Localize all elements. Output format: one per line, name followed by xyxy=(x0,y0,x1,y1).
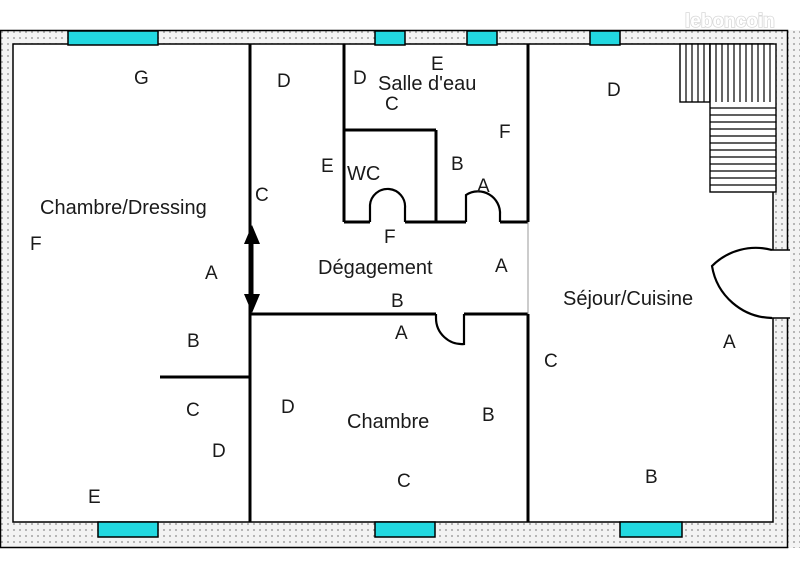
wall-letter: D xyxy=(281,397,295,418)
double-arrow xyxy=(244,225,260,313)
window xyxy=(619,521,683,538)
wall-letter: E xyxy=(88,487,101,508)
wall-letter: E xyxy=(431,54,444,75)
wall-letter: F xyxy=(30,234,42,255)
wall-letter: C xyxy=(544,351,558,372)
wall-letter: C xyxy=(397,471,411,492)
room-label-degagement: Dégagement xyxy=(318,257,433,279)
wall-letter: B xyxy=(645,467,658,488)
window xyxy=(97,521,159,538)
room-label-wc: WC xyxy=(347,163,380,185)
wall-letter: C xyxy=(255,185,269,206)
staircase xyxy=(679,43,777,193)
interior-walls xyxy=(160,44,530,522)
wall-letters: G F A B C D E D C D E C F B A E F A B A … xyxy=(30,54,736,508)
wall-letter: B xyxy=(482,405,495,426)
window xyxy=(67,30,159,46)
wall-letter: A xyxy=(495,256,508,277)
wall-letter: B xyxy=(187,331,200,352)
doors xyxy=(368,187,773,346)
wall-letter: A xyxy=(395,323,408,344)
leboncoin-watermark: leboncoin xyxy=(685,11,775,32)
room-label-sejour-cuisine: Séjour/Cuisine xyxy=(563,288,693,310)
wall-letter: F xyxy=(499,122,511,143)
salle-deau-door xyxy=(464,190,502,222)
wall-letter: A xyxy=(205,263,218,284)
window xyxy=(466,30,498,46)
wall-letter: G xyxy=(134,68,149,89)
chambre-door xyxy=(434,314,466,346)
wc-door xyxy=(368,187,407,222)
wall-letter: D xyxy=(212,441,226,462)
room-label-chambre: Chambre xyxy=(347,411,429,433)
entrance-door xyxy=(710,246,773,320)
wall-letter: E xyxy=(321,156,334,177)
window xyxy=(374,30,406,46)
wall-letter: F xyxy=(384,227,396,248)
window xyxy=(374,521,436,538)
wall-letter: C xyxy=(385,94,399,115)
wall-letter: A xyxy=(723,332,736,353)
wall-letter: C xyxy=(186,400,200,421)
wall-letter: B xyxy=(451,154,464,175)
room-labels: Chambre/Dressing Salle d'eau WC Dégageme… xyxy=(40,73,693,433)
room-label-salle-deau: Salle d'eau xyxy=(378,73,476,95)
windows xyxy=(67,30,683,538)
wall-letter: B xyxy=(391,291,404,312)
wall-letter: D xyxy=(607,80,621,101)
wall-letter: D xyxy=(353,68,367,89)
room-label-chambre-dressing: Chambre/Dressing xyxy=(40,197,207,219)
window xyxy=(589,30,621,46)
exterior-wall xyxy=(0,29,800,549)
wall-letter: D xyxy=(277,71,291,92)
wall-letter: A xyxy=(477,176,490,197)
